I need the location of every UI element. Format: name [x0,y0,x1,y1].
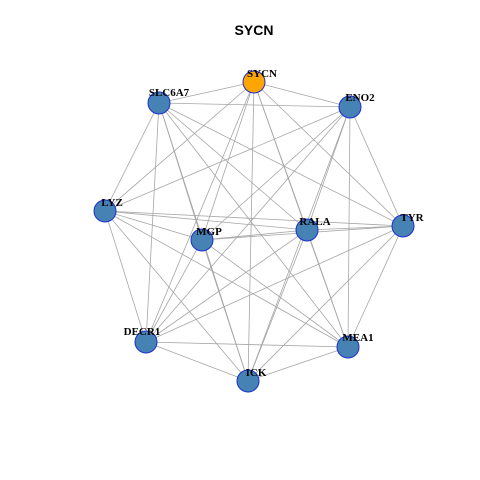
edges-layer [104,81,404,382]
node-circle-ick [236,369,260,393]
edge-tyr-lyz [104,210,404,227]
edge-sycn-tyr [253,81,404,227]
node-rala: RALA [295,216,331,242]
node-label-sycn: SYCN [247,68,277,80]
node-circle-mgp [190,228,214,252]
node-label-decr1: DECR1 [124,326,161,338]
edge-mfa1-ick [247,346,349,382]
node-decr1: DECR1 [124,326,161,354]
node-label-mfa1: MEA1 [342,332,373,344]
node-ick: ICK [236,367,267,393]
edge-eno2-ick [247,106,351,382]
edge-sycn-rala [253,81,308,231]
node-slc6a7: SLC6A7 [147,87,190,115]
edge-eno2-tyr [349,106,404,227]
edge-eno2-lyz [104,106,351,212]
edge-sycn-decr1 [145,81,255,343]
node-label-lyz: LYZ [101,197,123,209]
edge-ick-rala [247,229,308,382]
edge-lyz-rala [104,210,308,231]
edge-mfa1-mgp [201,239,349,348]
plot-title: SYCN [235,22,274,38]
node-circle-slc6a7 [147,91,171,115]
edge-ick-mgp [201,239,249,382]
edge-tyr-mfa1 [347,225,404,348]
edge-slc6a7-rala [158,102,308,231]
edge-tyr-rala [306,225,404,231]
node-label-mgp: MGP [196,226,222,238]
node-lyz: LYZ [93,197,123,223]
edge-eno2-rala [306,106,351,231]
node-tyr: TYR [391,212,425,238]
edge-ick-decr1 [145,341,249,382]
node-mfa1: MEA1 [336,332,374,359]
node-label-eno2: ENO2 [345,92,375,104]
node-label-rala: RALA [299,216,330,228]
edge-sycn-ick [247,81,255,382]
edge-eno2-mgp [201,106,351,241]
node-label-slc6a7: SLC6A7 [149,87,190,99]
edge-ick-lyz [104,210,249,382]
node-circle-eno2 [338,95,362,119]
edge-tyr-decr1 [145,225,404,343]
edge-sycn-eno2 [253,81,351,108]
node-circle-lyz [93,199,117,223]
node-mgp: MGP [190,226,222,252]
node-sycn: SYCN [242,68,277,94]
edge-tyr-slc6a7 [158,102,404,227]
edge-lyz-mgp [104,210,203,241]
edge-sycn-slc6a7 [158,81,255,104]
edge-decr1-mgp [145,239,203,343]
node-eno2: ENO2 [338,92,375,119]
edge-sycn-lyz [104,81,255,212]
node-circle-mfa1 [336,335,360,359]
edge-mfa1-rala [306,229,349,348]
edge-eno2-slc6a7 [158,102,351,108]
node-circle-tyr [391,214,415,238]
node-circle-decr1 [134,330,158,354]
edge-mfa1-decr1 [145,341,349,348]
edge-decr1-slc6a7 [145,102,160,343]
edge-mgp-rala [201,229,308,241]
node-circle-sycn [242,70,266,94]
edge-eno2-mfa1 [347,106,351,348]
node-label-ick: ICK [246,367,267,379]
edge-decr1-rala [145,229,308,343]
edge-slc6a7-mgp [158,102,203,241]
edge-lyz-slc6a7 [104,102,160,212]
edge-decr1-lyz [104,210,147,343]
node-label-tyr: TYR [400,212,424,224]
edge-mfa1-lyz [104,210,349,348]
node-circle-rala [295,218,319,242]
edge-tyr-ick [247,225,404,382]
edge-sycn-mgp [201,81,255,241]
